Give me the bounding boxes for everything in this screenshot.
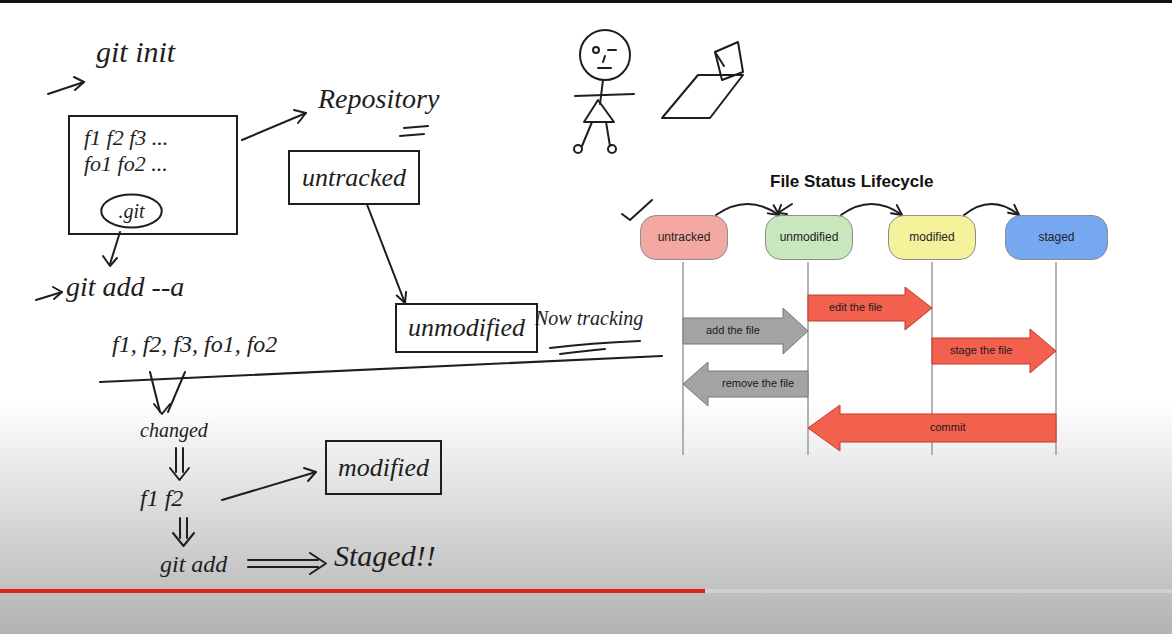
status-box: untracked <box>288 150 420 205</box>
hand-arrowhead <box>310 553 326 574</box>
status-pill: modified <box>888 215 976 260</box>
arrow-label: add the file <box>706 324 760 337</box>
node-text: untracked <box>302 162 406 193</box>
block-arrow <box>683 362 808 406</box>
hand-arrowhead <box>53 287 62 299</box>
double-arrow <box>179 518 181 538</box>
lifeline <box>807 262 809 455</box>
node-text: unmodified <box>408 312 525 343</box>
node-text: staged <box>1038 230 1074 244</box>
connector-arrowhead <box>891 205 902 215</box>
status-box: unmodified <box>395 303 538 353</box>
ellipse-outline <box>101 194 161 227</box>
figure-nose <box>603 56 605 62</box>
command-note: git add <box>160 550 227 579</box>
figure-body <box>600 80 603 104</box>
hand-arrowhead <box>173 533 194 546</box>
double-arrow <box>186 518 188 538</box>
paper-sketch <box>662 75 743 118</box>
connector-arrowhead <box>397 292 406 303</box>
hand-arrowhead <box>154 404 170 414</box>
hand-arrowhead <box>304 468 316 481</box>
command-note: git add --a <box>66 270 184 304</box>
hand-connector <box>367 205 405 303</box>
node-text: untracked <box>658 230 711 244</box>
diagram-title: File Status Lifecycle <box>770 172 933 192</box>
node-text: modified <box>909 230 954 244</box>
status-pill: unmodified <box>765 215 853 260</box>
underline <box>100 356 662 382</box>
figure-foot <box>574 145 582 153</box>
figure-head <box>580 30 630 80</box>
hand-arrowhead <box>170 468 189 480</box>
figure-leg <box>582 122 592 146</box>
hand-arrow <box>222 472 316 500</box>
block-arrow <box>808 405 1056 451</box>
hand-arrow <box>168 372 185 412</box>
double-arrow <box>248 559 318 561</box>
block-arrow <box>683 308 808 354</box>
emphasis-mark <box>400 134 424 136</box>
figure-eye <box>593 47 599 53</box>
hand-note: Now tracking <box>535 306 643 330</box>
hand-arrow <box>182 448 184 472</box>
figure-arms <box>575 94 634 96</box>
node-text: unmodified <box>780 230 839 244</box>
hand-connector <box>841 204 902 215</box>
file-list: f1, f2, f3, fo1, fo2 <box>112 330 277 359</box>
arrow-label: stage the file <box>950 344 1012 357</box>
top-bar <box>0 0 1172 3</box>
hand-connector <box>964 204 1019 215</box>
status-box: modified <box>325 440 442 495</box>
hand-note: changed <box>140 418 208 442</box>
file-list: f1 f2 <box>140 484 183 513</box>
hand-arrowhead <box>103 256 117 266</box>
block-arrow <box>808 287 932 330</box>
git-folder-circle: .git <box>100 193 163 229</box>
lifeline <box>682 262 684 455</box>
underline <box>550 341 640 348</box>
progress-track <box>705 589 1172 593</box>
hand-arrowhead <box>778 205 787 214</box>
figure-leg <box>606 122 610 146</box>
arrow-label: commit <box>930 421 965 434</box>
command-note: git init <box>96 34 175 70</box>
hand-note: Repository <box>318 82 439 116</box>
hand-arrowhead <box>294 110 306 123</box>
figure-eye <box>608 49 616 51</box>
arrow-label: remove the file <box>722 377 794 390</box>
progress-bar <box>0 589 705 593</box>
status-pill: staged <box>1005 215 1108 260</box>
hand-note: Staged!! <box>334 538 436 574</box>
block-arrow <box>932 329 1056 373</box>
status-pill: untracked <box>640 215 728 260</box>
arrow-label: edit the file <box>829 301 882 314</box>
connector-arrowhead <box>1008 205 1019 215</box>
figure-dress <box>584 100 614 122</box>
node-text: modified <box>338 452 429 483</box>
connector-arrowhead <box>768 205 779 215</box>
hand-arrow <box>778 204 792 213</box>
hand-arrowhead <box>74 77 84 90</box>
node-text: f1 f2 f3 ... <box>84 125 168 151</box>
figure-foot <box>608 145 616 153</box>
emphasis-mark <box>404 126 428 128</box>
paper-fold <box>715 52 724 66</box>
hand-arrow <box>175 448 177 472</box>
hand-arrow <box>242 113 306 140</box>
hand-connector <box>716 204 779 215</box>
underline <box>560 349 605 354</box>
paper-sketch <box>715 42 743 80</box>
figure-mouth <box>598 67 611 69</box>
node-text: .git <box>118 199 144 223</box>
folder-box: f1 f2 f3 ...fo1 fo2 ... .git <box>68 115 238 235</box>
double-arrow <box>248 566 318 568</box>
node-text: fo1 fo2 ... <box>84 151 168 177</box>
